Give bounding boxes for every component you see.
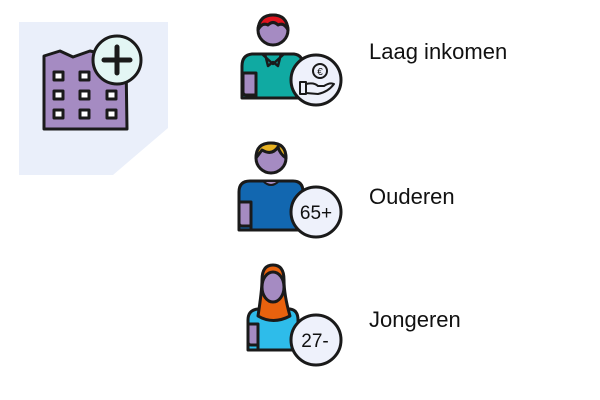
group-label-low-income: Laag inkomen bbox=[369, 39, 508, 64]
person-young-icon: 27- bbox=[246, 263, 343, 367]
group-label-elderly: Ouderen bbox=[369, 184, 455, 209]
building-plus-icon bbox=[42, 34, 143, 131]
person-money-hand-icon: € bbox=[240, 13, 343, 107]
euro-icon: € bbox=[317, 67, 323, 78]
badge-27-minus: 27- bbox=[301, 331, 328, 352]
person-elderly-icon: 65+ bbox=[237, 141, 343, 239]
badge-65-plus: 65+ bbox=[300, 203, 332, 224]
group-label-young: Jongeren bbox=[369, 307, 461, 332]
